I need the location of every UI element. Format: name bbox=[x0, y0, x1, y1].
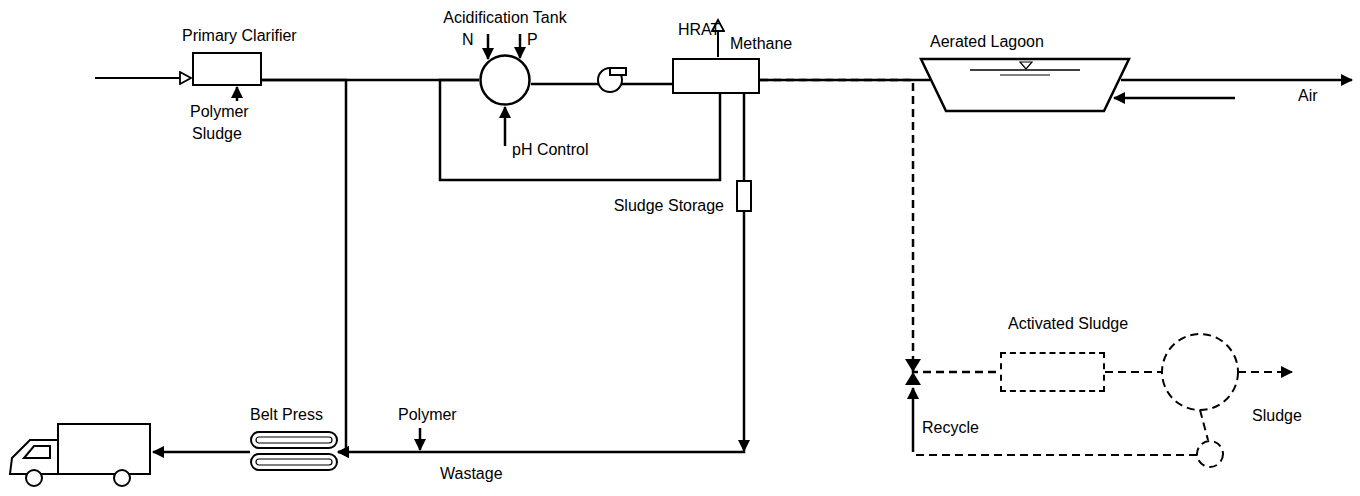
shape-outline bbox=[251, 432, 337, 448]
stream-label: Polymer bbox=[190, 102, 249, 121]
stream-label: Polymer bbox=[398, 405, 457, 424]
dosing-arrow bbox=[519, 34, 522, 58]
node-heading: Primary Clarifier bbox=[182, 26, 297, 45]
activated-sludge-option bbox=[1200, 410, 1208, 440]
effluent-arrow bbox=[1121, 79, 1352, 82]
clarifier-box: Primary Clarifier bbox=[192, 52, 262, 86]
belt-press-outline bbox=[250, 430, 338, 474]
shape-outline bbox=[251, 454, 337, 470]
influent-arrow bbox=[95, 77, 191, 79]
stream-label: Sludge bbox=[1252, 406, 1302, 425]
junction-arrowhead bbox=[738, 440, 750, 452]
dosing-arrow bbox=[236, 87, 239, 101]
tank-circle: Acidification Tank bbox=[479, 54, 531, 106]
shape-outline bbox=[256, 437, 332, 443]
activated-sludge-option bbox=[1238, 371, 1292, 373]
stream-label: Wastage bbox=[440, 464, 503, 483]
stream-label: Methane bbox=[730, 34, 792, 53]
stream-label: N bbox=[462, 30, 474, 49]
stream-label: Sludge bbox=[192, 124, 242, 143]
pump-symbol bbox=[610, 68, 626, 75]
effluent-arrow bbox=[1114, 97, 1235, 100]
dosing-arrow bbox=[487, 34, 490, 59]
recycle-arrow bbox=[912, 388, 915, 452]
activated-sludge-option bbox=[916, 334, 1292, 467]
flow-line bbox=[338, 212, 744, 452]
water-line bbox=[1000, 75, 1050, 76]
pump-symbol bbox=[598, 68, 626, 92]
flow-line bbox=[743, 94, 746, 180]
flow-line bbox=[262, 80, 346, 452]
water-level-mark bbox=[1020, 62, 1032, 69]
truck-illustration bbox=[58, 424, 150, 474]
belt-press: Belt Press bbox=[250, 430, 338, 474]
shape-outline bbox=[256, 459, 332, 465]
flow-line bbox=[760, 80, 1000, 372]
lagoon-basin-outline bbox=[920, 58, 1130, 112]
stream-label: pH Control bbox=[512, 140, 588, 159]
reactor-box: HRAT bbox=[672, 58, 760, 94]
shape-outline bbox=[481, 56, 530, 105]
haul-arrow bbox=[153, 451, 250, 454]
activated-sludge-box: Activated Sludge bbox=[1000, 352, 1105, 392]
node-heading: Belt Press bbox=[250, 405, 323, 424]
stream-label: Air bbox=[1298, 86, 1318, 105]
valve-symbol bbox=[905, 359, 921, 372]
tank-circle-outline bbox=[479, 54, 531, 106]
stream-label: P bbox=[527, 30, 538, 49]
influent-arrow bbox=[95, 77, 191, 79]
stream-label: Recycle bbox=[922, 418, 979, 437]
activated-sludge-option bbox=[916, 454, 1197, 456]
activated-sludge-option bbox=[1105, 371, 1162, 373]
activated-sludge-option bbox=[1197, 441, 1223, 467]
junction-arrowhead bbox=[738, 440, 750, 452]
truck-illustration bbox=[26, 470, 42, 486]
node-heading: Activated Sludge bbox=[1008, 314, 1128, 333]
node-heading: Acidification Tank bbox=[443, 8, 566, 27]
flow-line bbox=[440, 80, 720, 180]
recycle-arrow bbox=[912, 388, 915, 452]
valve-symbol bbox=[905, 359, 921, 385]
dosing-arrow bbox=[504, 107, 507, 146]
shape-outline bbox=[921, 59, 1129, 111]
storage-box: Sludge Storage bbox=[736, 180, 752, 212]
haul-arrow bbox=[153, 451, 250, 454]
activated-sludge-option bbox=[1162, 334, 1238, 410]
truck-illustration bbox=[114, 470, 130, 486]
water-line bbox=[970, 69, 1080, 71]
truck-illustration bbox=[10, 440, 58, 474]
lagoon-basin: Aerated Lagoon bbox=[920, 58, 1130, 112]
truck-illustration bbox=[24, 446, 50, 458]
node-heading: Sludge Storage bbox=[614, 196, 724, 215]
dosing-arrow bbox=[419, 428, 422, 450]
dosing-arrow bbox=[237, 34, 520, 450]
truck-illustration bbox=[10, 424, 150, 486]
node-heading: HRAT bbox=[678, 20, 720, 39]
node-heading: Aerated Lagoon bbox=[930, 32, 1044, 51]
valve-symbol bbox=[905, 372, 921, 385]
